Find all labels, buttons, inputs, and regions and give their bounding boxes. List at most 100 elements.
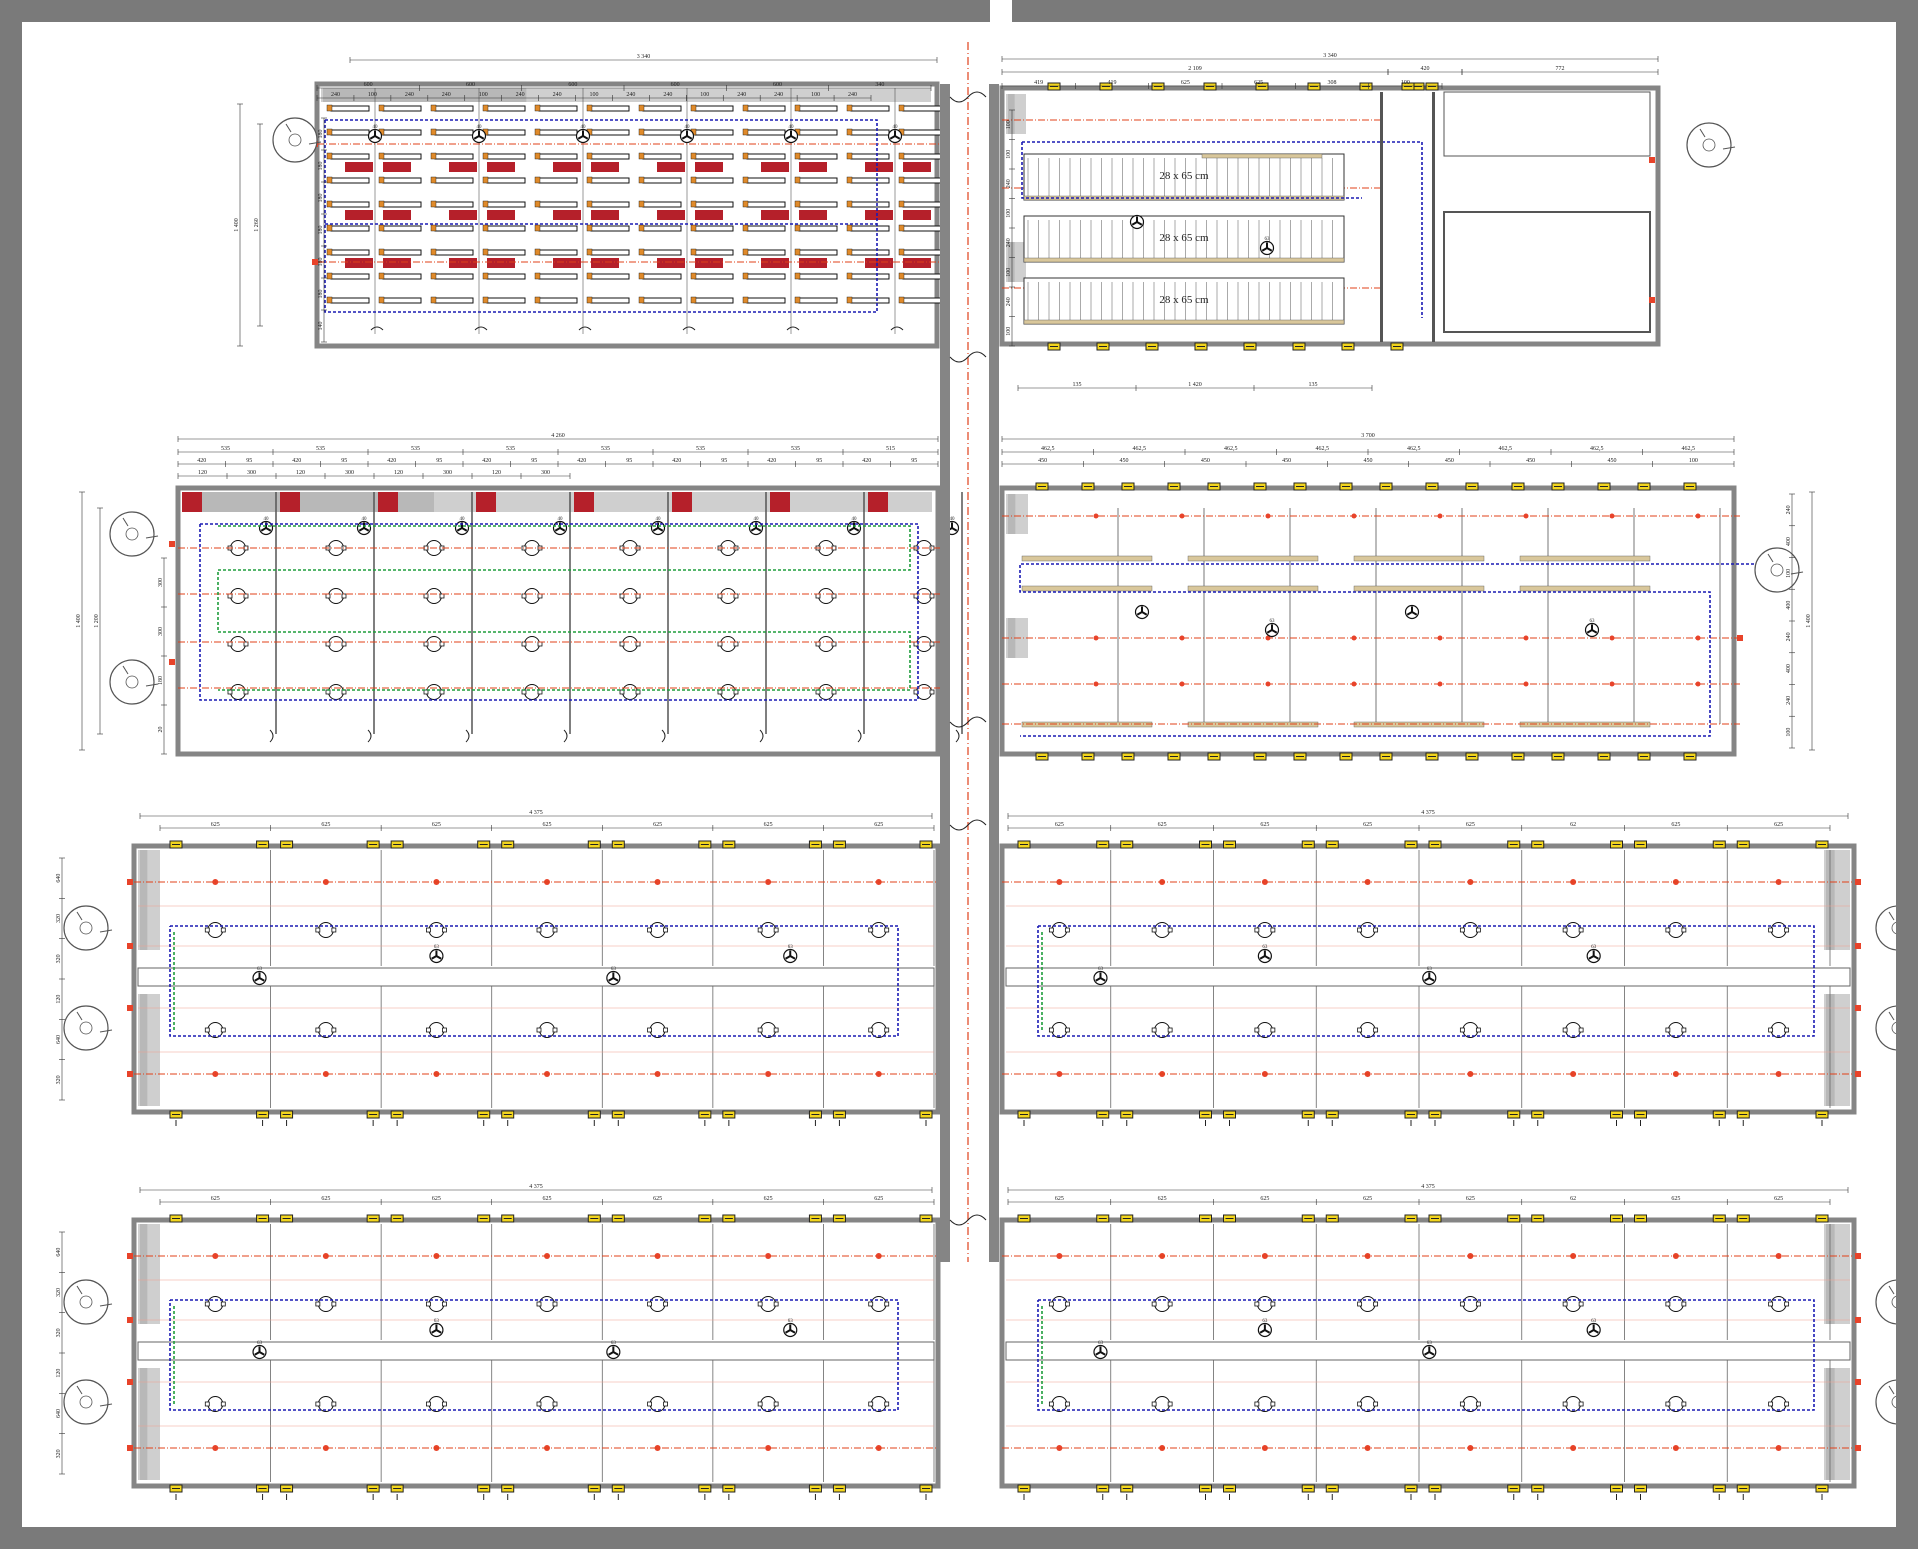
farrowing-crate xyxy=(538,201,578,208)
fan-tag: 63 xyxy=(434,1319,440,1324)
water-loop xyxy=(1019,563,1764,737)
dimension-overall: 4 375 xyxy=(1007,1184,1849,1193)
drinker-ring xyxy=(428,922,445,938)
farrowing-crate xyxy=(798,201,838,208)
drinker-nipple xyxy=(220,927,226,933)
drinker-icon xyxy=(423,588,445,604)
drinker-nipple xyxy=(1270,1027,1276,1033)
fan-tag: 63 xyxy=(1265,237,1271,242)
farrowing-crate xyxy=(694,153,734,160)
silo-hopper xyxy=(79,1021,93,1035)
drinker-icon xyxy=(325,588,347,604)
drinker-nipple xyxy=(536,1301,542,1307)
heat-mat xyxy=(865,162,893,172)
farrowing-crate xyxy=(330,129,370,136)
fan-outlet xyxy=(127,1445,133,1451)
drinker-icon xyxy=(757,1396,779,1412)
fan-blade xyxy=(1136,221,1143,226)
farrowing-crate xyxy=(382,273,422,280)
drinker-nipple xyxy=(426,1027,431,1033)
dimension-overall-vertical: 1 200 xyxy=(94,507,103,735)
feeder-dot xyxy=(654,1253,661,1259)
fan-tag: 40 xyxy=(893,125,899,130)
dimension-label: 462,5 xyxy=(1224,446,1238,452)
feeder-dot xyxy=(1609,513,1615,519)
sow-feeder-box xyxy=(672,492,692,512)
dimension-label: 320 xyxy=(56,1075,62,1084)
silo-leg xyxy=(1699,128,1706,138)
fan-blade xyxy=(1099,1351,1106,1356)
drinker-icon xyxy=(1048,1022,1070,1038)
crate-feeder xyxy=(326,224,333,232)
weaner-pen: 28 x 65 cm xyxy=(1023,215,1345,263)
heat-mat xyxy=(383,162,411,172)
farrowing-crate xyxy=(850,153,890,160)
heat-mat xyxy=(657,162,685,172)
partition xyxy=(1432,92,1435,342)
crate-feeder xyxy=(586,224,593,232)
crate-feeder xyxy=(846,176,853,184)
drinker-nipple xyxy=(220,1027,226,1033)
drinker-icon xyxy=(1665,1396,1687,1412)
fan-tag: 40 xyxy=(950,517,956,522)
fan-blade xyxy=(1424,977,1430,982)
drinker-nipple xyxy=(1784,927,1790,933)
farrowing-crate xyxy=(798,153,838,160)
feeder-dot xyxy=(1775,1071,1782,1077)
crate-feeder xyxy=(326,104,333,112)
drinker-icon xyxy=(1048,1396,1070,1412)
farrowing-crate xyxy=(382,177,422,184)
farrowing-crate xyxy=(902,297,942,304)
drinker-nipple xyxy=(1270,1401,1276,1407)
drinker-icon xyxy=(815,588,837,604)
dimension-label: 100 xyxy=(368,92,377,98)
silo-hopper xyxy=(288,133,302,147)
feeder-dot xyxy=(1261,879,1268,885)
dimension-label: 240 xyxy=(442,92,451,98)
silo-hopper xyxy=(79,921,93,935)
drinker-ring xyxy=(720,636,736,652)
heat-mat xyxy=(865,258,893,268)
dimension-label: 450 xyxy=(1120,458,1129,464)
dimension-label: 3 340 xyxy=(637,54,651,60)
farrowing-crate xyxy=(642,297,682,304)
drinker-ring xyxy=(1462,1396,1479,1412)
fan-blade xyxy=(1591,629,1598,634)
crate-feeder xyxy=(534,152,541,160)
crate-feeder xyxy=(846,272,853,280)
fan-blade xyxy=(559,527,566,532)
silo-auger xyxy=(99,1403,113,1407)
drinker-nipple xyxy=(423,689,429,695)
heat-mat xyxy=(903,162,931,172)
dimension-chain: 2 109 xyxy=(1001,66,1389,75)
heat-mat xyxy=(383,210,411,220)
crate-feeder xyxy=(898,224,905,232)
fan-blade xyxy=(435,955,442,960)
silo-body xyxy=(1875,1279,1896,1325)
heat-mat xyxy=(591,210,619,220)
dimension-label: 625 xyxy=(1158,1196,1167,1202)
drinker-ring xyxy=(426,636,442,652)
fan-tag: 63 xyxy=(1427,1341,1433,1346)
drinker-nipple xyxy=(1768,1401,1774,1407)
farrowing-crate xyxy=(798,225,838,232)
dimension-label: 450 xyxy=(1445,458,1454,464)
dimension-label: 772 xyxy=(1556,66,1565,72)
feeder-dot xyxy=(1265,513,1271,519)
fan-icon: 63 xyxy=(252,1341,267,1360)
crate-feeder xyxy=(430,176,437,184)
feeder-dot xyxy=(654,879,661,885)
dimension-label: 1 200 xyxy=(94,614,100,628)
slatted-floor-shade xyxy=(323,88,527,102)
service-corridor xyxy=(940,42,999,1262)
fan-blade xyxy=(582,135,589,140)
farrowing-crate xyxy=(330,177,370,184)
dimension-label: 625 xyxy=(543,1196,552,1202)
drinker-nipple xyxy=(884,1027,890,1033)
silo-leg xyxy=(1888,1285,1895,1295)
drinker-nipple xyxy=(1064,1401,1070,1407)
fan-icon xyxy=(1129,214,1145,230)
